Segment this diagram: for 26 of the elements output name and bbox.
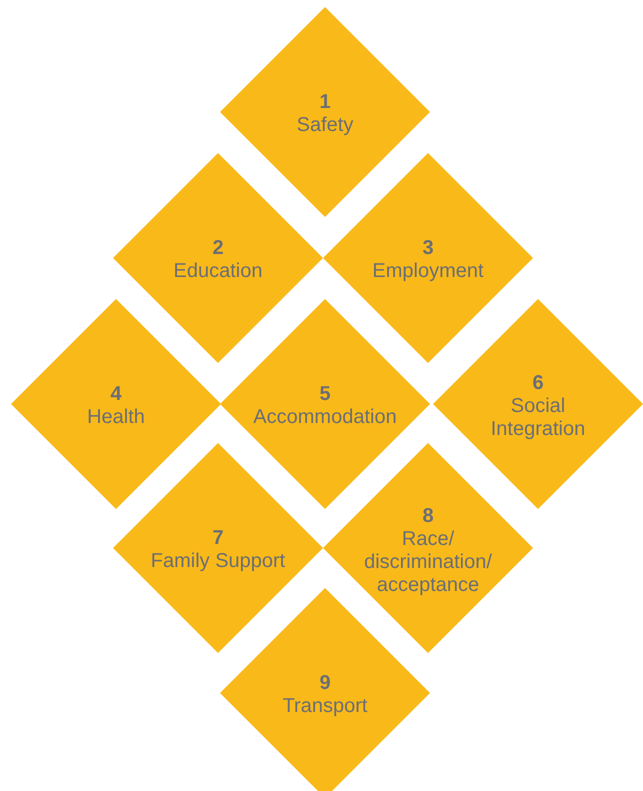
- number-label: 8: [422, 505, 434, 528]
- diamond-shape: [113, 153, 323, 363]
- category-label: Social Integration: [490, 395, 586, 441]
- diamond-shape: [323, 443, 533, 653]
- category-label: Transport: [282, 695, 368, 718]
- number-label: 1: [319, 91, 331, 114]
- number-label: 2: [212, 237, 224, 260]
- diamond-shape: [220, 7, 430, 217]
- diamond-shape: [220, 299, 430, 509]
- number-label: 5: [319, 383, 331, 406]
- category-label: Employment: [372, 260, 484, 283]
- number-label: 4: [110, 383, 122, 406]
- category-label: Accommodation: [253, 406, 397, 429]
- number-label: 3: [422, 237, 434, 260]
- category-label: Race/ discrimination/ acceptance: [363, 528, 493, 597]
- number-label: 6: [532, 372, 544, 395]
- diamond-shape: [11, 299, 221, 509]
- category-label: Family Support: [150, 550, 286, 573]
- diamond-shape: [323, 153, 533, 363]
- diamond-shape: [113, 443, 323, 653]
- category-label: Education: [174, 260, 262, 283]
- number-label: 7: [212, 527, 224, 550]
- diamond-shape: [433, 299, 643, 509]
- number-label: 9: [319, 672, 331, 695]
- category-label: Safety: [296, 114, 354, 137]
- category-label: Health: [87, 406, 145, 429]
